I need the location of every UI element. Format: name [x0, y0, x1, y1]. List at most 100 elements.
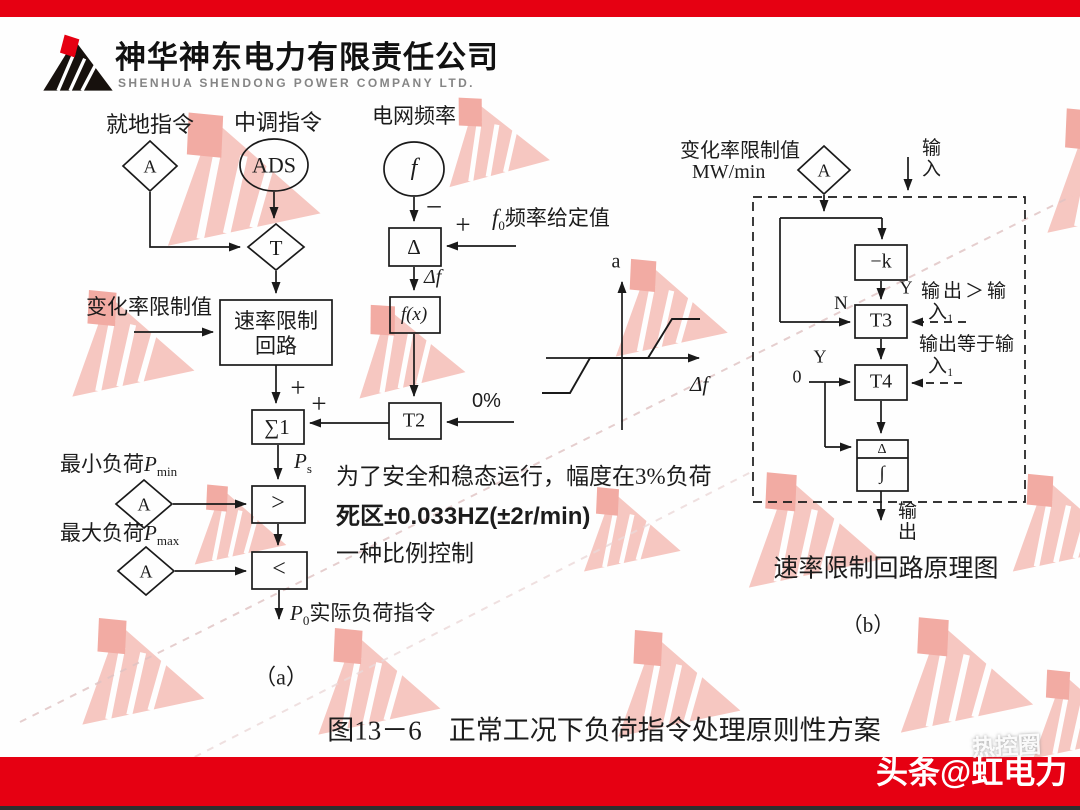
label-rate-input: 变化率限制值 — [86, 295, 212, 319]
node-a3-label: A — [139, 561, 153, 582]
pmin-subscript: min — [156, 464, 178, 480]
cond-gt-line1: 输出＞输 — [921, 281, 1010, 302]
rate-limit-label-line1: 速率限制 — [234, 308, 318, 333]
node-a3-diamond — [116, 545, 176, 597]
node-t2-box — [388, 402, 442, 440]
label-zero-percent: 0% — [472, 390, 501, 412]
node-ads-circle — [239, 138, 309, 192]
plus-sign: + — [455, 209, 471, 240]
dashed-diagonal-line — [94, 469, 756, 809]
node-lt-label: < — [272, 556, 286, 583]
graph-deadband-curve — [542, 318, 700, 394]
node-fx-label: f(x) — [400, 304, 428, 326]
node-f-label: f — [410, 155, 418, 182]
dashed-boundary-box — [752, 196, 1026, 503]
node-negk-label: −k — [870, 250, 892, 273]
pmax-symbol: P — [144, 521, 157, 545]
node-sum-box — [251, 409, 305, 445]
note-line3: 一种比例控制 — [336, 541, 474, 566]
node-t4-box — [854, 364, 908, 401]
bottom-dark-strip — [0, 806, 1080, 810]
label-y-negk: Y — [899, 277, 913, 298]
pmin-prefix: 最小负荷 — [60, 452, 144, 476]
cond-gt-line2: 入₁ — [928, 302, 954, 323]
label-dispatch-command: 中调指令 — [234, 110, 323, 135]
subfigure-b-tag: （b） — [841, 612, 895, 637]
figure-caption: 图13－6 正常工况下负荷指令处理原则性方案 — [327, 715, 881, 746]
p0-symbol: P — [290, 601, 303, 625]
node-t3-label: T3 — [869, 309, 893, 332]
minus-sign: − — [425, 191, 443, 224]
label-input: 输入 — [922, 138, 942, 180]
label-pmin: 最小负荷Pmin — [60, 452, 177, 480]
footer-watermark: 头条@虹电力 — [876, 754, 1068, 790]
bottom-red-bar — [0, 757, 1080, 806]
node-f-circle — [383, 141, 445, 197]
label-output: 输出 — [898, 501, 918, 543]
pmax-subscript: max — [156, 533, 180, 549]
node-delta-b-label: Δ — [877, 441, 887, 457]
node-ads-label: ADS — [251, 152, 297, 178]
company-name-en: SHENHUA SHENDONG POWER COMPANY LTD. — [118, 76, 475, 90]
pmin-symbol: P — [144, 452, 157, 476]
subfigure-a-tag: （a） — [254, 664, 308, 690]
pmax-prefix: 最大负荷 — [60, 521, 144, 545]
company-name-cn: 神华神东电力有限责任公司 — [115, 40, 499, 75]
label-p0-output: P0实际负荷指令 — [290, 601, 435, 629]
ps-symbol: P — [294, 449, 307, 473]
arrow-a1-to-t — [149, 192, 241, 252]
label-y-t4: Y — [813, 346, 827, 367]
node-t-label: T — [269, 235, 283, 260]
node-a1-label: A — [143, 156, 157, 177]
f0-text: 频率给定值 — [504, 206, 610, 230]
node-integral-label: ∫ — [879, 463, 885, 485]
graph-y-label: a — [611, 250, 621, 273]
note-line1: 为了安全和稳态运行，幅度在3%负荷 — [336, 464, 712, 489]
plus-sign: + — [311, 388, 327, 419]
node-lt-box — [251, 551, 308, 590]
node-t2-label: T2 — [402, 409, 426, 432]
f0-subscript: 0 — [498, 218, 505, 234]
caption-b-diagram: 速率限制回路原理图 — [773, 555, 999, 583]
p0-text: 实际负荷指令 — [309, 601, 436, 625]
label-f0-setpoint: f0频率给定值 — [492, 205, 610, 234]
node-gt-box — [251, 485, 306, 524]
label-pmax: 最大负荷Pmax — [60, 521, 179, 549]
label-n: N — [834, 293, 848, 315]
label-grid-frequency: 电网频率 — [372, 104, 456, 128]
node-t4-label: T4 — [869, 370, 893, 393]
graph-x-label: Δf — [690, 372, 709, 396]
label-ps: Ps — [294, 449, 312, 477]
node-fx-box — [389, 296, 441, 334]
node-delta-integral-box — [856, 439, 909, 492]
dashed-diagonal-line — [19, 195, 1073, 723]
label-mw-min: MW/min — [692, 161, 766, 183]
label-delta-f: Δf — [424, 266, 442, 288]
node-delta-box — [388, 227, 442, 267]
p0-subscript: 0 — [302, 613, 310, 629]
note-line2: 死区±0.033HZ(±2r/min) — [336, 503, 591, 530]
cond-eq-line2: 入₁ — [928, 356, 954, 377]
f0-symbol: f — [492, 205, 499, 230]
node-gt-label: > — [271, 490, 285, 517]
node-t3-box — [854, 304, 908, 339]
node-sum-label: ∑1 — [264, 414, 290, 439]
rate-limit-label-line2: 回路 — [255, 333, 297, 358]
top-red-bar — [0, 0, 1080, 17]
node-delta-label: Δ — [407, 234, 421, 259]
label-zero: 0 — [792, 366, 802, 387]
node-a1-diamond — [121, 139, 179, 193]
label-rate-value-b: 变化率限制值 — [680, 140, 800, 162]
node-a4-label: A — [817, 160, 831, 181]
node-a2-label: A — [137, 494, 151, 515]
plus-sign: + — [290, 372, 306, 403]
node-t-diamond — [246, 222, 306, 272]
ps-subscript: s — [306, 461, 312, 477]
node-a4-diamond — [796, 144, 852, 196]
label-local-command: 就地指令 — [106, 112, 195, 137]
cond-eq-line1: 输出等于输 — [919, 334, 1015, 355]
node-a2-diamond — [114, 478, 174, 530]
